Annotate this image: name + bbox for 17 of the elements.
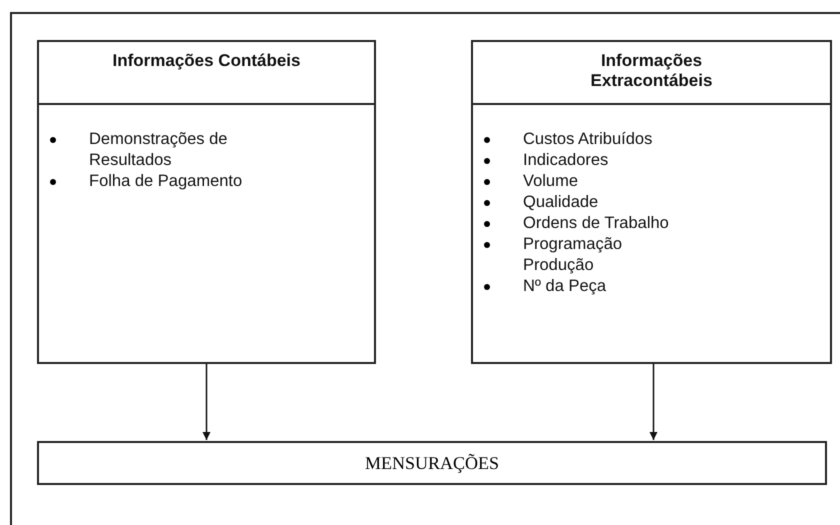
card-heading: Informações Extracontábeis <box>590 51 714 91</box>
list-item: Custos Atribuídos <box>523 129 652 150</box>
list-item: Volume <box>523 171 578 192</box>
process-box <box>37 441 827 485</box>
list-item: Folha de Pagamento <box>89 171 242 192</box>
arrow <box>202 364 210 440</box>
card-heading: Informações Contábeis <box>112 51 300 71</box>
info-card <box>471 40 832 364</box>
list-item: Indicadores <box>523 150 608 171</box>
list-item: Qualidade <box>523 192 598 213</box>
list-item: Ordens de Trabalho <box>523 213 669 234</box>
list-item: Nº da Peça <box>523 276 606 297</box>
list-item: Demonstrações de Resultados <box>89 129 228 171</box>
info-card <box>37 40 376 364</box>
arrow <box>650 364 658 440</box>
list-item: Programação Produção <box>523 234 624 276</box>
box-title: MENSURAÇÕES <box>364 452 500 474</box>
